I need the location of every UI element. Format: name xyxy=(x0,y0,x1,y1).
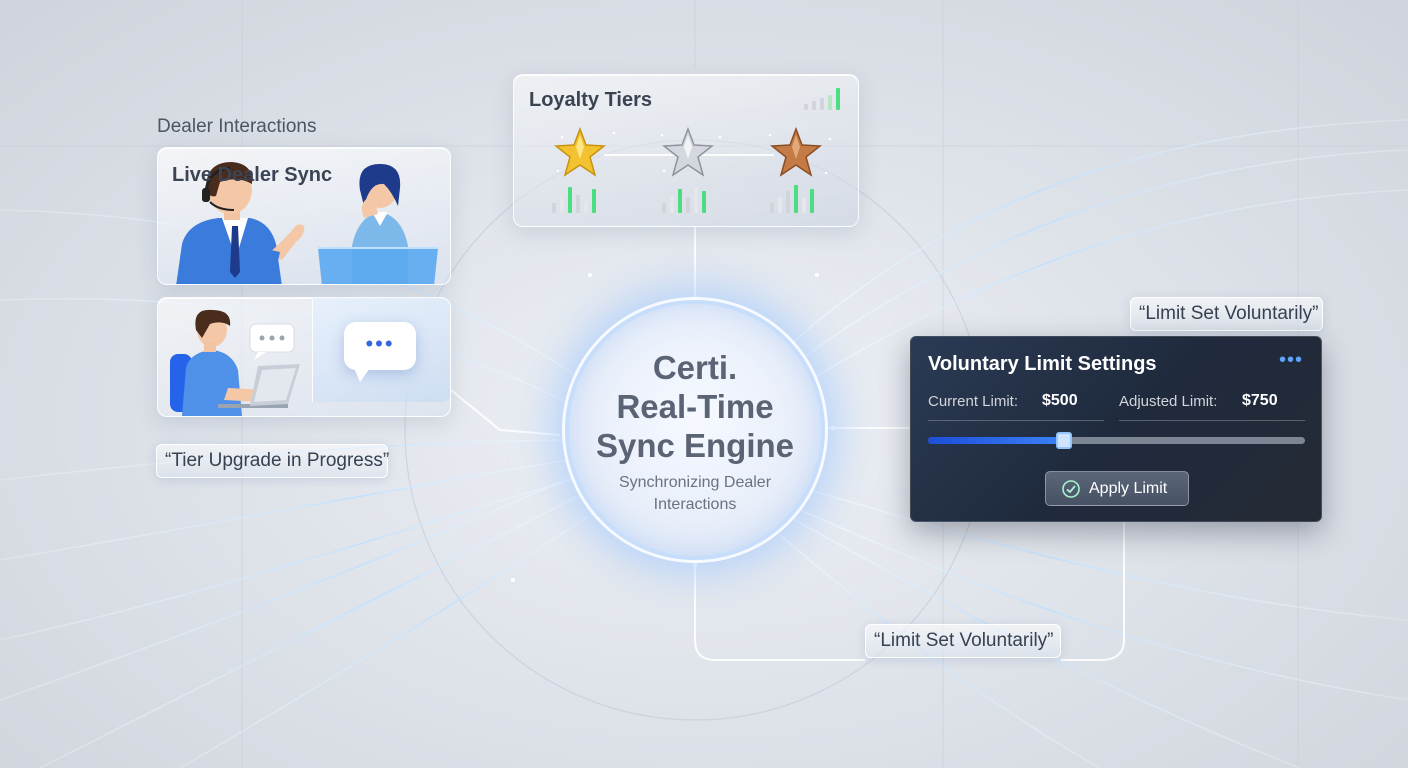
tier-upgrade-badge: “Tier Upgrade in Progress” xyxy=(156,444,389,478)
gold-tier-bars-icon xyxy=(552,185,612,213)
adjusted-limit-divider xyxy=(1119,420,1305,421)
limit-panel-title: Voluntary Limit Settings xyxy=(928,353,1157,375)
limit-slider-track[interactable] xyxy=(928,432,1305,449)
check-circle-icon xyxy=(1062,480,1080,498)
silver-star-icon xyxy=(662,127,714,177)
apply-limit-label: Apply Limit xyxy=(1089,480,1168,497)
signal-bars-icon xyxy=(804,88,844,110)
dealer-agents-illustration xyxy=(176,162,438,284)
adjusted-limit-label: Adjusted Limit: xyxy=(1119,393,1218,410)
limit-slider-fill xyxy=(928,437,1064,444)
current-limit-value: $500 xyxy=(1042,392,1078,409)
voluntary-limit-panel: Voluntary Limit Settings ••• Current Lim… xyxy=(910,336,1322,522)
more-options-icon[interactable]: ••• xyxy=(1278,349,1303,371)
adjusted-limit-value: $750 xyxy=(1242,392,1278,409)
engine-title: Certi. Real-Time Sync Engine xyxy=(595,349,795,464)
bronze-tier-bars-icon xyxy=(770,185,830,213)
apply-limit-button[interactable]: Apply Limit xyxy=(1045,471,1189,506)
engine-subtitle: Synchronizing Dealer Interactions xyxy=(618,474,772,513)
chat-interaction-card[interactable]: ••• xyxy=(157,297,451,417)
sync-engine-hub[interactable]: Certi. Real-Time Sync Engine Synchronizi… xyxy=(565,300,825,560)
limit-slider-handle[interactable] xyxy=(1055,432,1072,449)
current-limit-label: Current Limit: xyxy=(928,393,1019,410)
loyalty-tiers-title: Loyalty Tiers xyxy=(529,89,653,111)
limit-set-badge-top: “Limit Set Voluntarily” xyxy=(1130,297,1323,331)
bronze-star-icon xyxy=(770,127,822,177)
gold-star-icon xyxy=(554,127,606,177)
live-dealer-sync-card[interactable]: Live Dealer Sync xyxy=(157,147,451,285)
silver-tier-bars-icon xyxy=(662,185,722,213)
chat-agent-illustration xyxy=(170,309,300,416)
loyalty-tiers-card[interactable]: Loyalty Tiers xyxy=(513,74,859,227)
dealer-interactions-label: Dealer Interactions xyxy=(157,116,317,137)
live-dealer-sync-title: Live Dealer Sync xyxy=(172,164,333,186)
limit-set-badge-bottom: “Limit Set Voluntarily” xyxy=(865,624,1061,658)
chat-bubble-icon: ••• xyxy=(344,322,416,382)
current-limit-divider xyxy=(928,420,1104,421)
